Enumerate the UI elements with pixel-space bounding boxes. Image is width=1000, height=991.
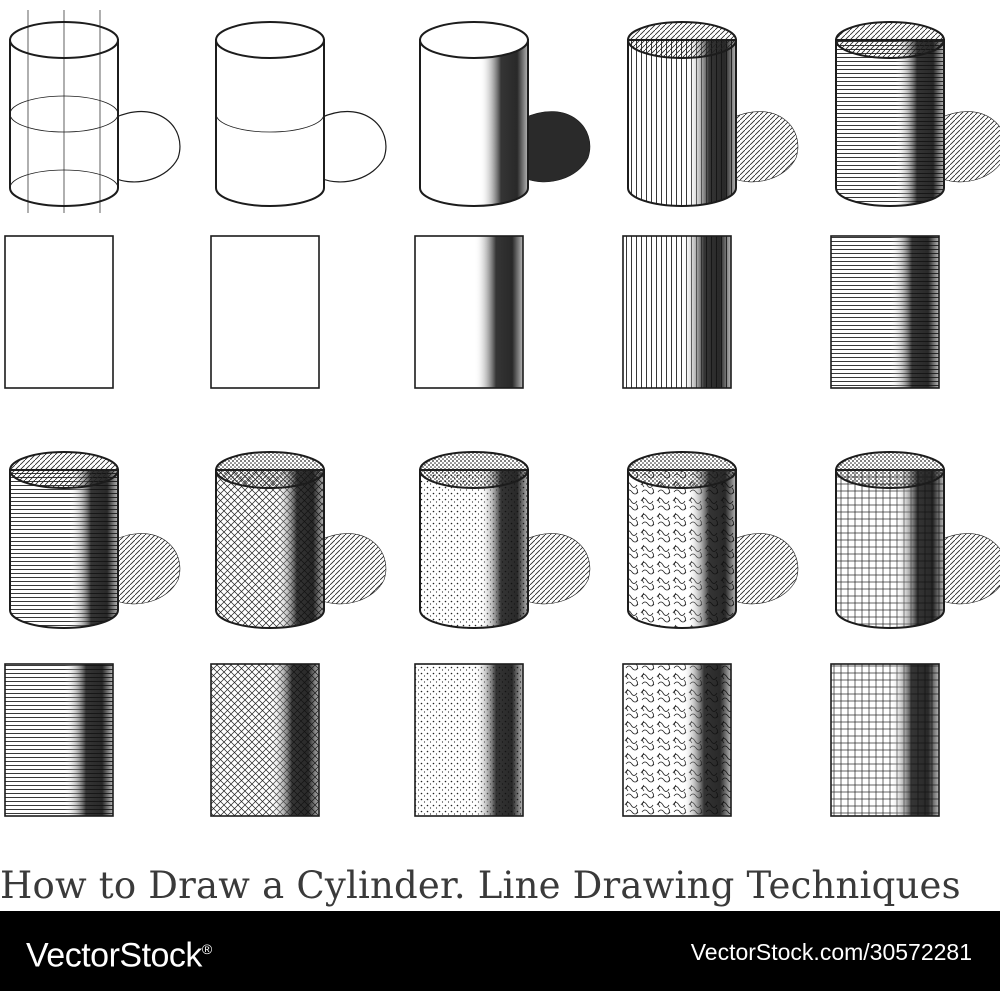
surface-outline [210,663,320,817]
surface-shade [831,664,939,816]
cylinder-top [215,451,325,489]
vectorstock-logo: VectorStock® [26,929,212,975]
surface-outline [414,235,524,389]
body-shade [216,470,324,628]
cylinder-top [835,21,945,59]
body-shade [628,470,736,628]
surface-shade [415,236,523,388]
technique-stippling [414,451,591,817]
body-outline [627,469,737,629]
watermark-footer: VectorStock® VectorStock.com/30572281 [0,911,1000,991]
surface-shade [415,664,523,816]
cylinder-body [216,40,324,206]
logo-text: VectorStock [26,936,202,975]
body-outline [215,469,325,629]
surface-outline [830,235,940,389]
technique-cross-hatching [210,451,387,817]
body-shade [836,470,944,628]
guide-hidden-base [9,169,119,189]
body-shade [628,40,736,206]
cast-shadow [731,533,799,605]
cast-shadow [113,110,181,183]
body-shade [420,470,528,628]
cylinder-top [215,21,325,59]
body-outline [835,469,945,629]
surface-shade [211,664,319,816]
technique-flat-shading [414,21,591,389]
technique-horizontal-hatching [830,21,1000,389]
surface-shade [623,236,731,388]
body-shade [836,40,944,206]
surface-outline [622,235,732,389]
cylinder-top [835,451,945,489]
cast-shadow [939,111,1000,183]
technique-scribbling [622,451,799,817]
cast-shadow [113,533,181,605]
cylinder-top [627,21,737,59]
guide-ellipse [9,95,119,133]
technique-contour-hatching [4,451,181,817]
body-outline [627,39,737,207]
registered-mark: ® [201,941,212,957]
unrolled-surface [5,236,113,388]
cylinder-top [419,451,529,489]
technique-outline [210,21,387,389]
technique-grid-cross-hatching [830,451,1000,817]
technique-vertical-hatching [622,21,799,389]
body-outline [835,39,945,207]
surface-shade [5,664,113,816]
surface-outline [414,663,524,817]
guide-ellipse [215,113,325,133]
body-shade [420,40,528,206]
body-outline [215,39,325,207]
cylinder-illustration [4,10,1000,817]
body-outline [419,39,529,207]
cast-shadow [939,533,1000,605]
surface-outline [4,663,114,817]
cast-shadow [731,111,799,183]
image-url: VectorStock.com/30572281 [690,939,972,965]
technique-construction-lines [4,10,181,389]
surface-outline [210,235,320,389]
cast-shadow [319,533,387,605]
body-outline [9,39,119,207]
cast-shadow [523,533,591,605]
cylinder-top [9,451,119,489]
cast-shadow [319,110,387,183]
unrolled-surface [211,236,319,388]
body-shade [10,470,118,628]
surface-outline [4,235,114,389]
surface-outline [622,663,732,817]
surface-outline [830,663,940,817]
body-outline [9,469,119,629]
cylinder-top [419,21,529,59]
body-outline [419,469,529,629]
surface-shade [831,236,939,388]
caption-title: How to Draw a Cylinder. Line Drawing Tec… [0,864,961,907]
cast-shadow [523,111,591,183]
surface-shade [623,664,731,816]
cylinder-top [627,451,737,489]
